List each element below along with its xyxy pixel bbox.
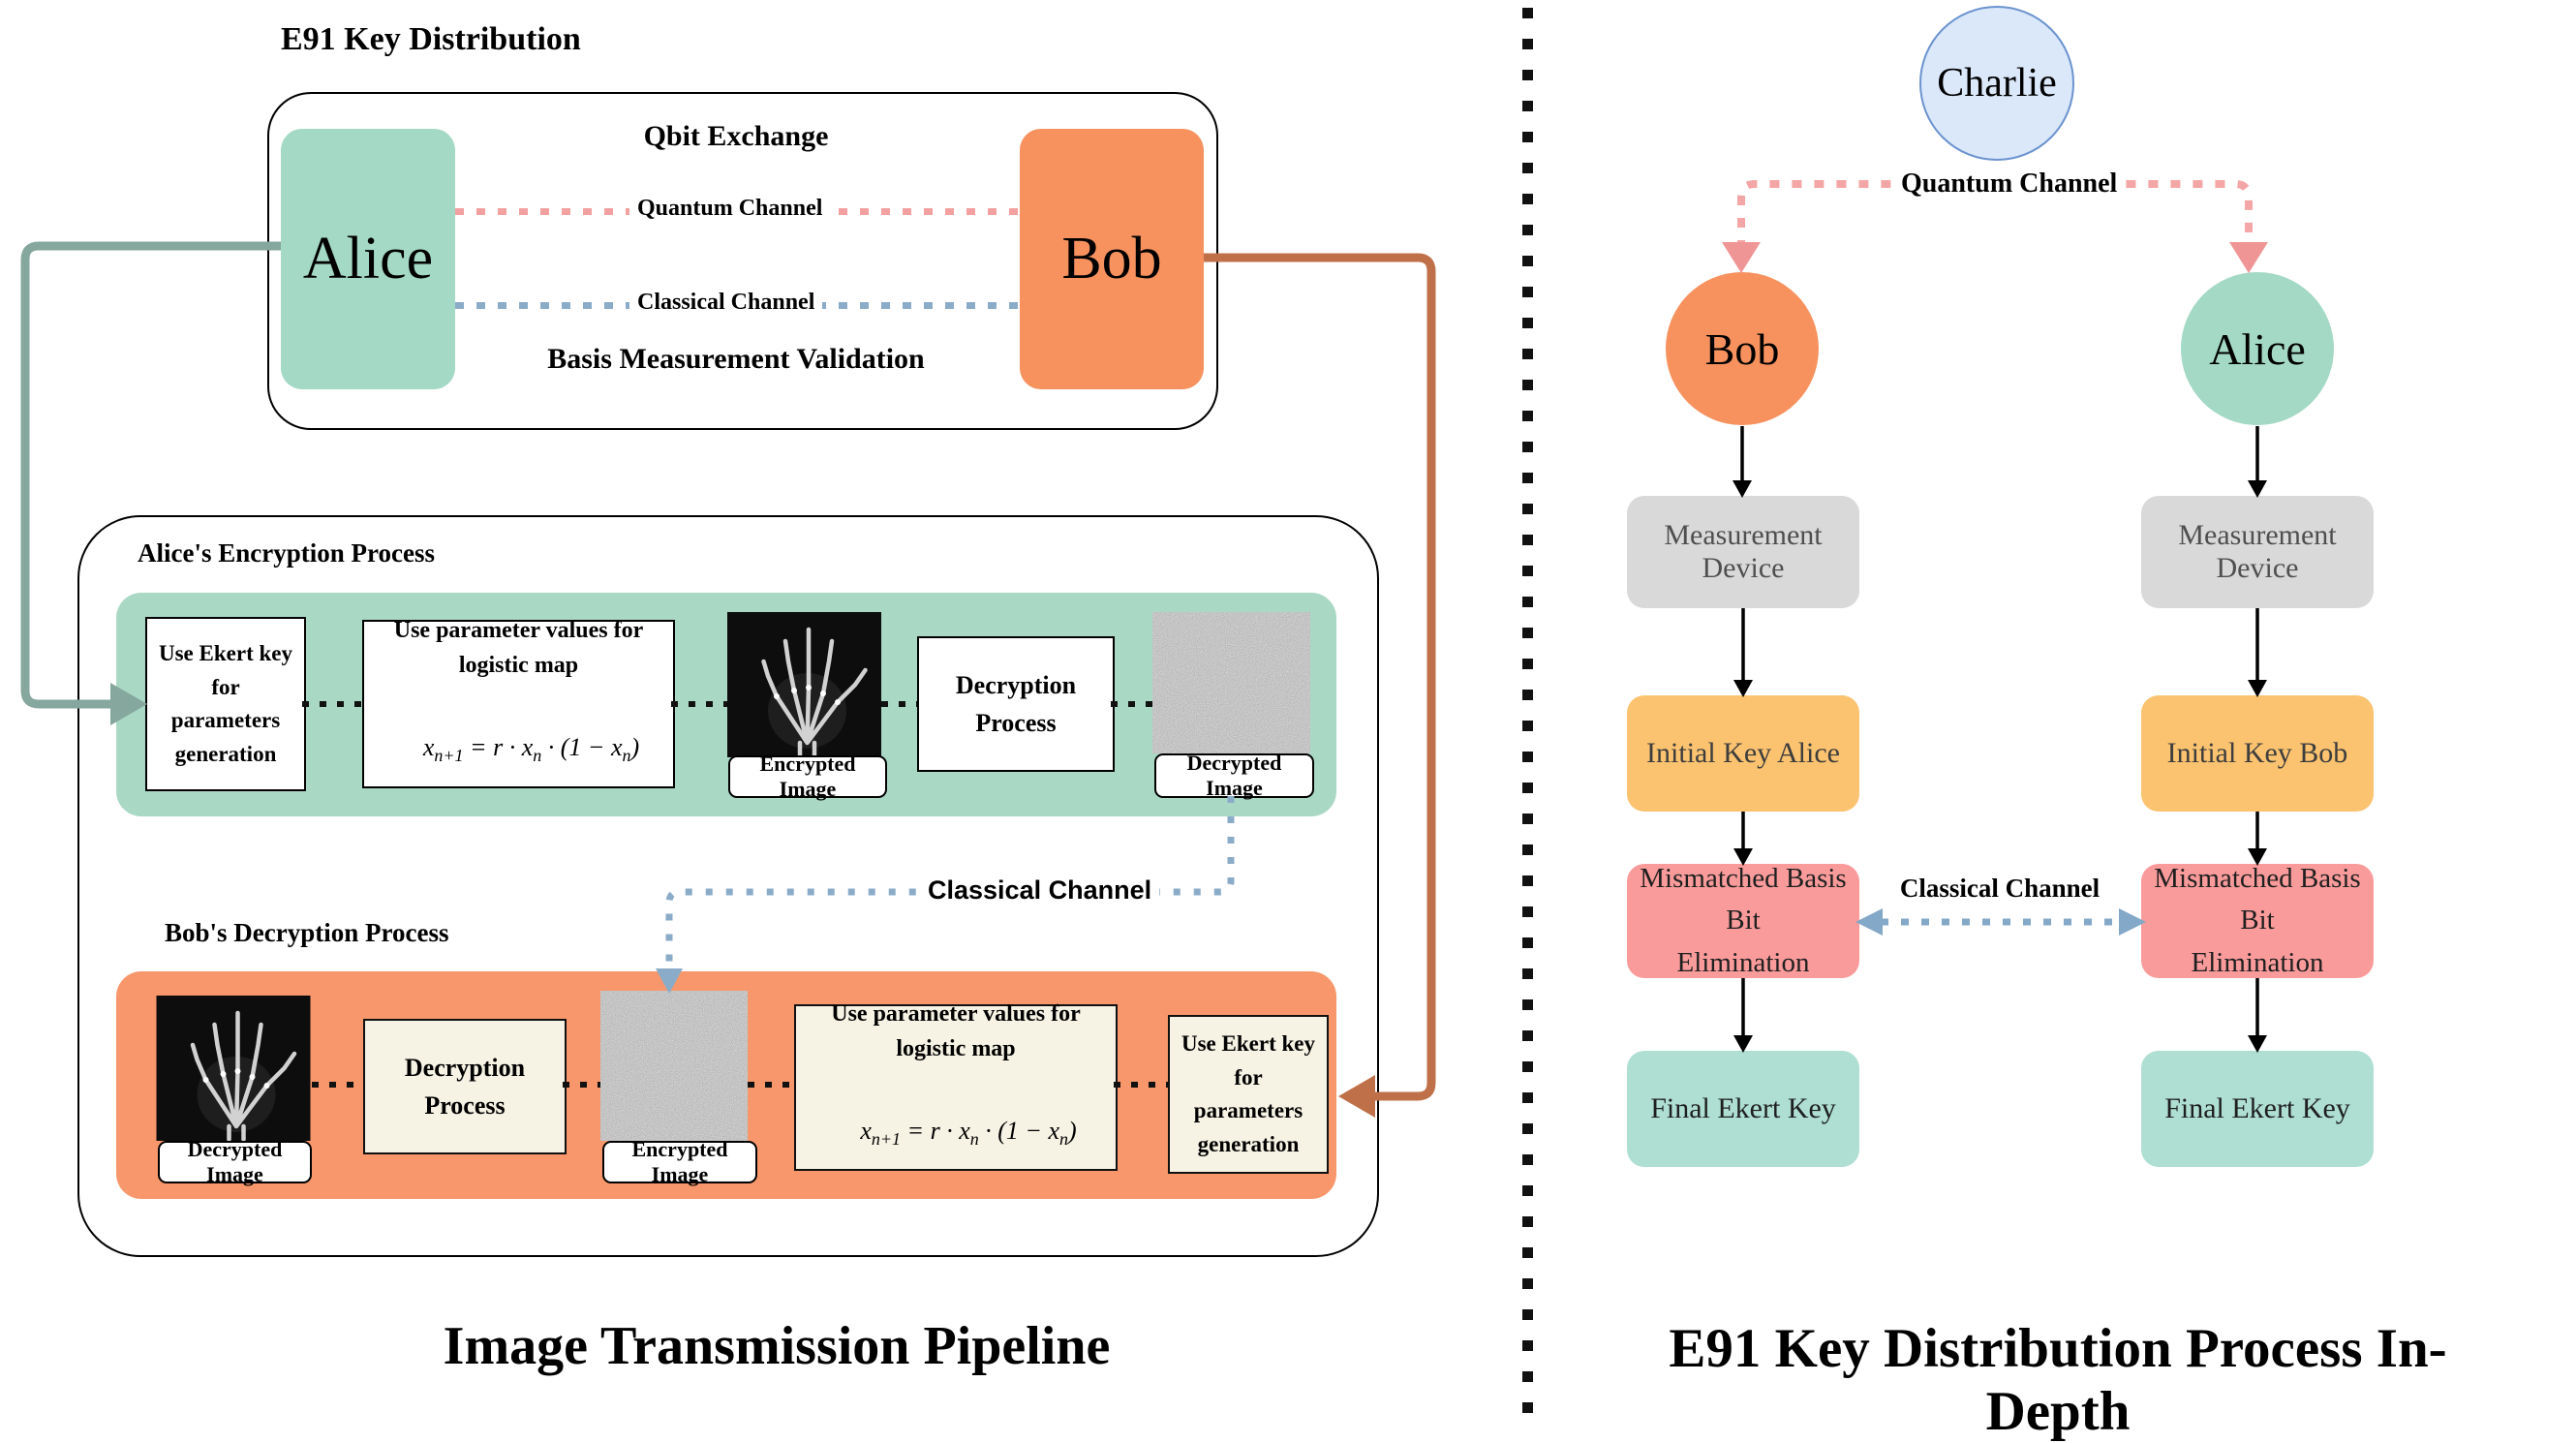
right-classical-channel-connector (1855, 908, 2146, 936)
alice-logistic-map-box: Use parameter values for logistic map xn… (362, 618, 675, 788)
alice-strip-connector-3 (881, 701, 917, 707)
alice-decrypted-image-label: Decrypted Image (1154, 751, 1314, 800)
bob-noise-image (600, 991, 748, 1141)
pipeline-classical-channel-label: Classical Channel (920, 875, 1160, 906)
alice-strip-connector-4 (1111, 701, 1152, 707)
right-classical-channel-label: Classical Channel (1899, 874, 2101, 903)
pipeline-title: Image Transmission Pipeline (443, 1316, 1111, 1376)
right-panel-title: E91 Key Distribution Process In-Depth (1669, 1318, 2447, 1442)
alice-strip-connector-2 (671, 701, 727, 707)
logistic-map-formula: xn+1 = r · xn · (1 − xn) (422, 732, 640, 766)
alice-initial-key-node: Initial Key Bob (2141, 695, 2374, 812)
alice-strip-connector-1 (302, 701, 362, 707)
e91-classical-channel-label: Classical Channel (629, 290, 823, 316)
bob-strip-connector-4 (1114, 1082, 1168, 1088)
bob-strip-connector-1 (312, 1082, 363, 1088)
right-bob-node: Bob (1666, 272, 1819, 425)
e91-alice-label: Alice (302, 226, 434, 292)
alice-xray-image (727, 612, 881, 758)
basis-measurement-validation-label: Basis Measurement Validation (547, 343, 925, 375)
alice-ekert-key-box: Use Ekert key for parameters generation (145, 617, 306, 791)
bob-logistic-map-box: Use parameter values for logistic map xn… (794, 1001, 1118, 1171)
e91-quantum-channel-label: Quantum Channel (629, 196, 831, 222)
e91-bob-label: Bob (1061, 226, 1162, 292)
bob-ekert-key-box: Use Ekert key for parameters generation (1168, 1015, 1329, 1174)
alice-encryption-section-label: Alice's Encryption Process (138, 538, 435, 568)
noise-texture-icon (600, 991, 748, 1141)
xray-hand-icon (727, 612, 881, 758)
panel-divider (1522, 8, 1533, 1426)
bob-initial-key-node: Initial Key Alice (1627, 695, 1859, 812)
bob-strip-connector-2 (563, 1082, 600, 1088)
e91-box-title: E91 Key Distribution (281, 21, 581, 57)
e91-bob-node: Bob (1020, 129, 1204, 389)
right-alice-label: Alice (2209, 323, 2306, 374)
qbit-exchange-label: Qbit Exchange (643, 120, 829, 152)
charlie-node: Charlie (1919, 6, 2074, 161)
bob-mismatched-basis-node: Mismatched Basis Bit Elimination (1627, 863, 1859, 978)
logistic-map-formula: xn+1 = r · xn · (1 − xn) (860, 1116, 1077, 1150)
alice-encrypted-image-label: Encrypted Image (728, 752, 887, 801)
e91-alice-node: Alice (281, 129, 455, 389)
right-bob-label: Bob (1704, 323, 1780, 374)
charlie-label: Charlie (1937, 61, 2057, 106)
bob-decryption-section-label: Bob's Decryption Process (165, 918, 449, 947)
noise-texture-icon (1152, 612, 1310, 753)
xray-hand-icon (156, 996, 311, 1142)
alice-mismatched-basis-node: Mismatched Basis Bit Elimination (2141, 863, 2374, 978)
bob-encrypted-image-label: Encrypted Image (602, 1137, 757, 1186)
bob-decryption-process-box: Decryption Process (363, 1019, 567, 1154)
bob-decrypted-image-label: Decrypted Image (158, 1137, 312, 1186)
alice-decryption-process-box: Decryption Process (917, 636, 1115, 772)
right-quantum-channel-label: Quantum Channel (1893, 169, 2126, 200)
bob-final-ekert-key-node: Final Ekert Key (1627, 1051, 1859, 1167)
right-alice-node: Alice (2181, 272, 2334, 425)
bob-measurement-device-node: Measurement Device (1627, 496, 1859, 608)
bob-xray-image (155, 996, 312, 1142)
alice-noise-image (1152, 612, 1310, 753)
alice-final-ekert-key-node: Final Ekert Key (2141, 1051, 2374, 1167)
alice-measurement-device-node: Measurement Device (2141, 496, 2374, 608)
bob-strip-connector-3 (748, 1082, 794, 1088)
